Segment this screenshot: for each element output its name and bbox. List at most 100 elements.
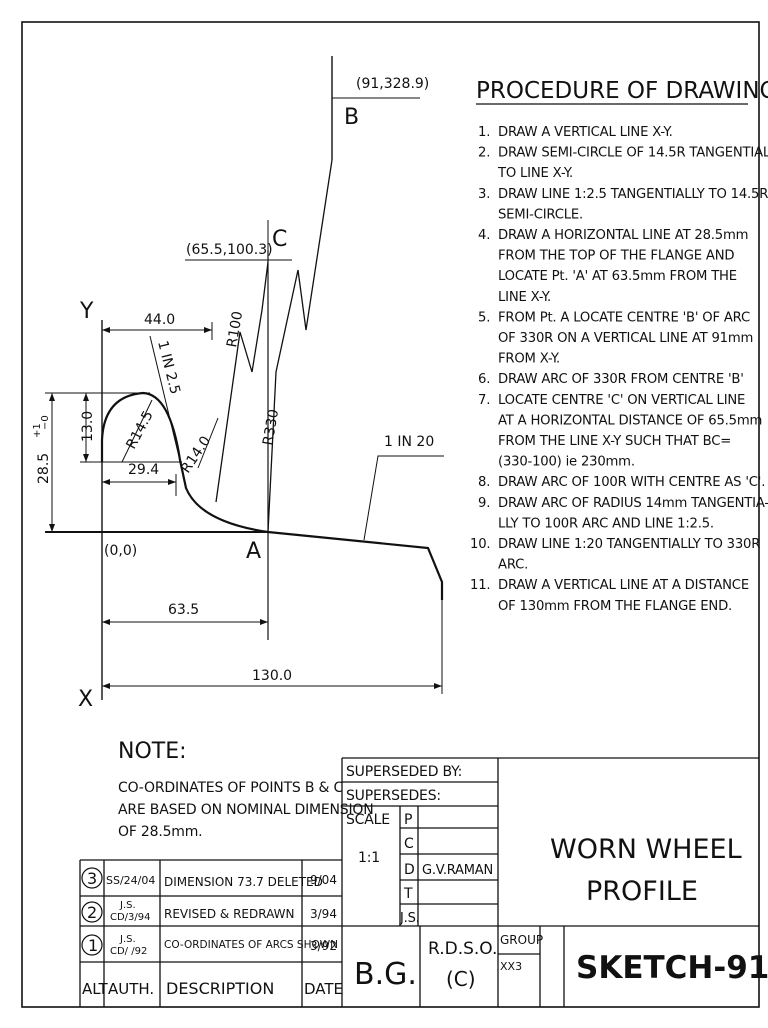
rev-1-description: CO-ORDINATES OF ARCS SHOWN [164, 939, 338, 951]
header-auth: AUTH. [108, 980, 154, 998]
procedure-step-line: TO LINE X-Y. [497, 166, 573, 181]
header-date: DATE [304, 980, 343, 998]
procedure-step-line: DRAW LINE 1:2.5 TANGENTIALLY TO 14.5R [498, 187, 768, 202]
title-block-grid [79, 757, 759, 1007]
procedure-step-line: OF 130mm FROM THE FLANGE END. [498, 599, 732, 614]
procedure-step-number: 1. [478, 125, 490, 140]
slope-1in2-5-line [149, 335, 187, 487]
tol-plus-label: +1 [32, 423, 43, 438]
point-b-label: B [344, 105, 359, 130]
bg-label: B.G. [354, 957, 417, 992]
procedure-step-line: DRAW A VERTICAL LINE AT A DISTANCE [498, 578, 749, 593]
procedure-step-line: DRAW A VERTICAL LINE X-Y. [498, 125, 673, 140]
note-line-1: CO-ORDINATES OF POINTS B & C [118, 780, 343, 796]
procedure-step-line: LINE X-Y. [498, 290, 551, 305]
revision-table: 3 SS/24/04 DIMENSION 73.7 DELETED 9/04 2… [81, 867, 343, 998]
procedure-step-number: 10. [470, 537, 490, 552]
dim-63-5-label: 63.5 [168, 602, 199, 618]
procedure-step-number: 11. [470, 578, 490, 593]
procedure-step-line: FROM X-Y. [498, 352, 560, 367]
procedure-step-line: FROM THE LINE X-Y SUCH THAT BC= [498, 434, 731, 449]
procedure-steps: 1. DRAW A VERTICAL LINE X-Y. 2. DRAW SEMI-C… [470, 125, 768, 614]
title-line-2: PROFILE [586, 876, 698, 907]
sketch-number: SKETCH-91146 [576, 950, 768, 986]
r330-label: R330 [260, 408, 282, 447]
procedure-step-line: AT A HORIZONTAL DISTANCE OF 65.5mm [498, 413, 762, 428]
r14-leader [197, 417, 219, 469]
header-description: DESCRIPTION [166, 979, 274, 998]
note-line-2: ARE BASED ON NOMINAL DIMENSION [118, 802, 374, 818]
procedure-title: PROCEDURE OF DRAWING:- [476, 78, 768, 104]
rev-1-date: 3/92 [310, 939, 337, 953]
point-a-label: A [246, 539, 261, 564]
point-c-label: C [272, 227, 287, 252]
procedure-step-line: FROM THE TOP OF THE FLANGE AND [498, 249, 734, 264]
t-label: T [403, 886, 413, 902]
procedure-step-line: (330-100) ie 230mm. [498, 455, 635, 470]
rev-1-alt: 1 [88, 936, 98, 955]
procedure-step-line: OF 330R ON A VERTICAL LINE AT 91mm [498, 331, 753, 346]
note-title: NOTE: [118, 739, 187, 764]
procedure-step-line: DRAW ARC OF 330R FROM CENTRE 'B' [498, 372, 744, 387]
procedure-step-number: 8. [478, 475, 490, 490]
title-line-1: WORN WHEEL [550, 834, 742, 865]
rev-3-circle [81, 867, 103, 889]
rev-3-description: DIMENSION 73.7 DELETED [164, 875, 323, 889]
slope-1in20-leader [363, 455, 444, 541]
r100-label: R100 [224, 310, 246, 349]
dim-28-5-label: 28.5 [36, 453, 52, 484]
procedure-step-number: 6. [478, 372, 490, 387]
point-c-coords: (65.5,100.3) [186, 242, 273, 258]
group-label: GROUP [500, 933, 543, 947]
p-label: P [404, 812, 412, 828]
tread-profile [267, 530, 444, 600]
header-alt: ALT [82, 980, 109, 998]
procedure-step-line: DRAW SEMI-CIRCLE OF 14.5R TANGENTIAL [498, 146, 768, 161]
dim-13-label: 13.0 [80, 411, 96, 442]
superseded-by-label: SUPERSEDED BY: [346, 764, 462, 780]
note-line-3: OF 28.5mm. [118, 824, 202, 840]
procedure-step-number: 7. [478, 393, 490, 408]
wheel-profile-drawing [45, 56, 444, 700]
rev-2-alt: 2 [87, 903, 97, 922]
rev-2-auth-top: J.S. [119, 900, 136, 911]
axis-x-label: X [78, 687, 93, 712]
procedure-step-line: DRAW ARC OF RADIUS 14mm TANGENTIA- [498, 496, 768, 511]
procedure-step-line: SEMI-CIRCLE. [498, 207, 583, 222]
dimension-arrowheads [49, 327, 442, 689]
r14-5-leader [121, 399, 153, 463]
drawn-by: G.V.RAMAN [422, 863, 493, 878]
procedure-step-line: FROM Pt. A LOCATE CENTRE 'B' OF ARC [498, 310, 750, 325]
rev-2-date: 3/94 [310, 907, 337, 921]
supersedes-label: SUPERSEDES: [346, 788, 441, 804]
procedure-step-line: LOCATE Pt. 'A' AT 63.5mm FROM THE [498, 269, 737, 284]
procedure-step-number: 4. [478, 228, 490, 243]
origin-label: (0,0) [104, 543, 137, 559]
procedure-step-line: ARC. [498, 558, 528, 573]
rev-3-date: 9/04 [310, 873, 337, 887]
d-label: D [404, 862, 415, 878]
dim-29-4-label: 29.4 [128, 462, 159, 478]
procedure-step-number: 3. [478, 187, 490, 202]
rev-3-auth: SS/24/04 [106, 874, 155, 887]
procedure-step-line: LLY TO 100R ARC AND LINE 1:2.5. [498, 516, 714, 531]
rev-1-circle [81, 934, 103, 956]
dim-130-label: 130.0 [252, 668, 292, 684]
procedure-step-number: 9. [478, 496, 490, 511]
slope-1in2-5-label: 1 IN 2.5 [154, 339, 183, 396]
group-value: XX3 [500, 960, 522, 973]
sheet-border [21, 21, 760, 1008]
rev-2-auth-bottom: CD/3/94 [110, 912, 151, 923]
dim-44-label: 44.0 [144, 312, 175, 328]
procedure-step-line: DRAW ARC OF 100R WITH CENTRE AS 'C'. [498, 475, 765, 490]
r330-radius-lines [267, 159, 333, 533]
procedure-step-line: DRAW LINE 1:20 TANGENTIALLY TO 330R [498, 537, 760, 552]
rdso-label: R.D.S.O. [428, 939, 497, 959]
rdso-c-label: (C) [446, 967, 476, 991]
procedure-step-number: 2. [478, 146, 490, 161]
point-b-coords: (91,328.9) [356, 76, 429, 92]
procedure-step-line: DRAW A HORIZONTAL LINE AT 28.5mm [498, 228, 748, 243]
procedure-step-line: LOCATE CENTRE 'C' ON VERTICAL LINE [498, 393, 745, 408]
checked-by: J.S. [399, 911, 420, 926]
